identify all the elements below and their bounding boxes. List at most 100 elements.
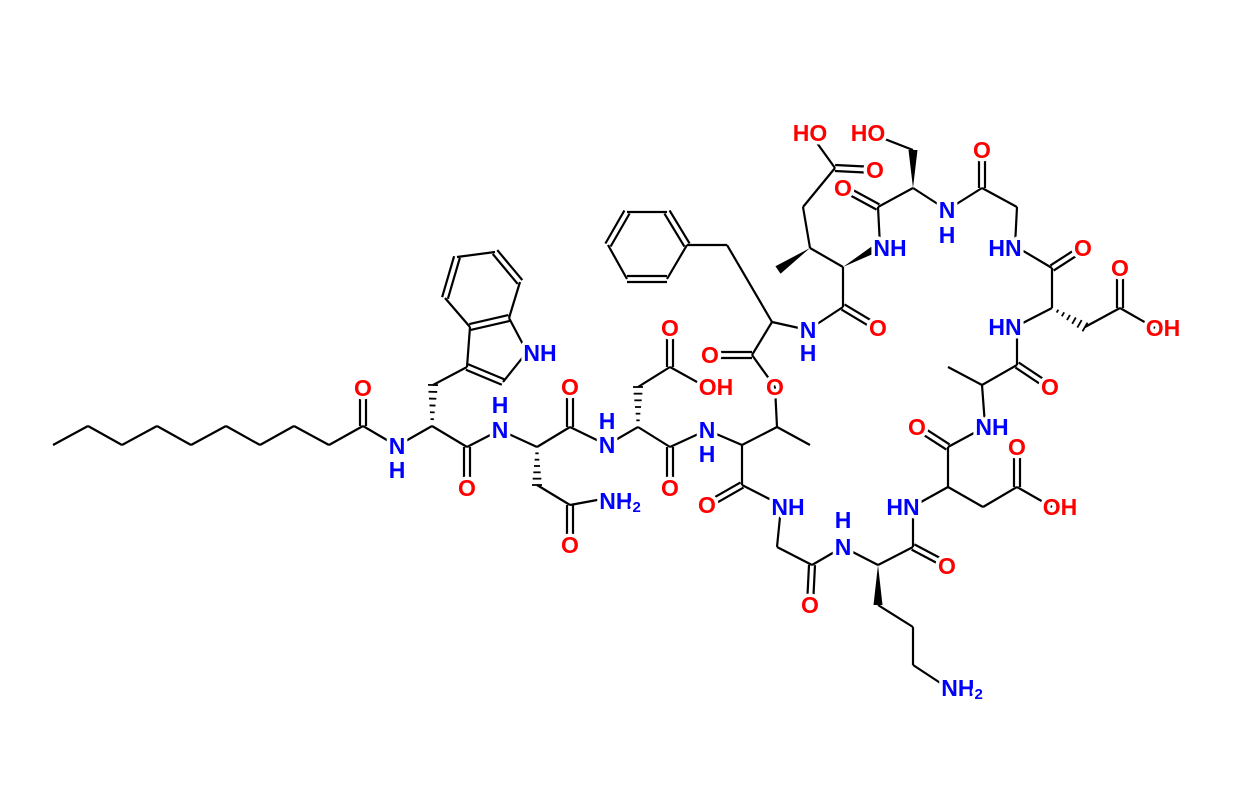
atom-symbol: HO: [851, 120, 886, 146]
atom-symbol: N: [699, 417, 716, 443]
oxygen-atom-label: O: [1111, 255, 1129, 281]
oxygen-atom-label: OH: [1146, 315, 1181, 341]
nitrogen-atom-label: H: [599, 408, 616, 434]
atom-symbol: O: [661, 315, 679, 341]
single-bond: [225, 425, 261, 446]
double-bond: [1049, 244, 1086, 272]
double-bond: [710, 350, 752, 360]
atom-symbol: O: [701, 342, 719, 368]
double-bond: [805, 564, 817, 606]
single-bond: [947, 486, 984, 508]
single-bond: [741, 426, 778, 446]
double-bond: [834, 163, 876, 175]
atom-symbol: HN: [988, 235, 1021, 261]
single-bond: [432, 366, 468, 386]
double-bond: [565, 505, 575, 545]
atom-symbol: O: [698, 492, 716, 518]
oxygen-atom-label: OH: [699, 374, 734, 400]
single-bond: [809, 247, 844, 268]
single-bond: [499, 429, 538, 448]
double-bond: [469, 314, 510, 331]
atom-symbol: O: [354, 375, 372, 401]
single-bond: [1014, 307, 1053, 328]
single-bond: [741, 484, 786, 508]
double-bond: [914, 423, 951, 451]
hash-bond: [532, 452, 542, 486]
atom-symbol: O: [661, 475, 679, 501]
atom-symbol: NH: [599, 488, 632, 514]
single-bond: [811, 546, 844, 566]
atom-symbol: O: [1074, 235, 1092, 261]
single-bond: [912, 664, 949, 689]
oxygen-atom-label: O: [1074, 235, 1092, 261]
single-bond: [842, 546, 879, 566]
oxygen-atom-label: O: [1041, 374, 1059, 400]
single-bond: [877, 546, 914, 566]
single-bond: [569, 426, 608, 446]
single-bond: [52, 425, 89, 446]
oxygen-atom-label: O: [973, 137, 991, 163]
single-bond: [606, 426, 639, 446]
oxygen-atom-label: O: [1008, 434, 1026, 460]
single-bond: [982, 486, 1018, 508]
single-bond: [121, 425, 158, 446]
single-bond: [431, 425, 468, 448]
single-bond: [508, 317, 528, 353]
double-bond: [840, 303, 881, 332]
single-bond: [773, 386, 779, 428]
double-bond: [565, 387, 575, 427]
double-bond: [665, 328, 675, 367]
single-bond: [771, 320, 809, 332]
double-bond: [977, 150, 987, 188]
nitrogen-atom-label: NH2: [599, 488, 641, 516]
atom-symbol: NH: [771, 494, 804, 520]
oxygen-atom-label: O: [698, 492, 716, 518]
atom-subscript: 2: [632, 499, 640, 516]
oxygen-atom-label: O: [561, 532, 579, 558]
atom-symbol: O: [869, 315, 887, 341]
atom-symbol: H: [389, 457, 406, 483]
oxygen-atom-label: O: [561, 374, 579, 400]
single-bond: [1014, 245, 1053, 269]
oxygen-atom-label: O: [938, 553, 956, 579]
single-bond: [1119, 307, 1156, 329]
oxygen-atom-label: O: [801, 592, 819, 618]
atom-symbol: H: [939, 222, 956, 248]
single-bond: [981, 364, 1018, 386]
single-bond: [946, 187, 983, 211]
atom-symbol: H: [699, 441, 716, 467]
double-bond: [627, 274, 667, 284]
single-bond: [396, 425, 433, 447]
atom-symbol: O: [561, 532, 579, 558]
atom-symbol: O: [458, 475, 476, 501]
single-bond: [669, 429, 708, 448]
single-bond: [981, 187, 1018, 208]
nitrogen-atom-label: N: [599, 432, 616, 458]
oxygen-atom-label: OH: [1043, 494, 1078, 520]
single-bond: [637, 426, 671, 448]
nitrogen-atom-label: N: [389, 433, 406, 459]
single-bond: [1084, 307, 1121, 328]
single-bond: [362, 425, 398, 447]
single-bond: [293, 425, 330, 446]
atom-symbol: NH: [523, 340, 556, 366]
atom-symbol: OH: [1043, 494, 1078, 520]
nitrogen-atom-label: N: [800, 317, 817, 343]
atom-symbol: O: [1111, 255, 1129, 281]
double-bond: [358, 388, 368, 426]
atom-symbol: O: [561, 374, 579, 400]
nitrogen-atom-label: NH2: [941, 675, 983, 703]
double-bond: [441, 255, 461, 300]
atom-symbol: NH: [941, 675, 974, 701]
nitrogen-atom-label: H: [389, 457, 406, 483]
single-bond: [776, 546, 813, 566]
single-bond: [190, 425, 227, 446]
bonds: [52, 132, 1156, 689]
atom-symbol: HN: [988, 314, 1021, 340]
single-bond: [751, 321, 773, 356]
single-bond: [1013, 206, 1019, 247]
nitrogen-atom-label: HN: [988, 314, 1021, 340]
atom-symbol: O: [1008, 434, 1026, 460]
